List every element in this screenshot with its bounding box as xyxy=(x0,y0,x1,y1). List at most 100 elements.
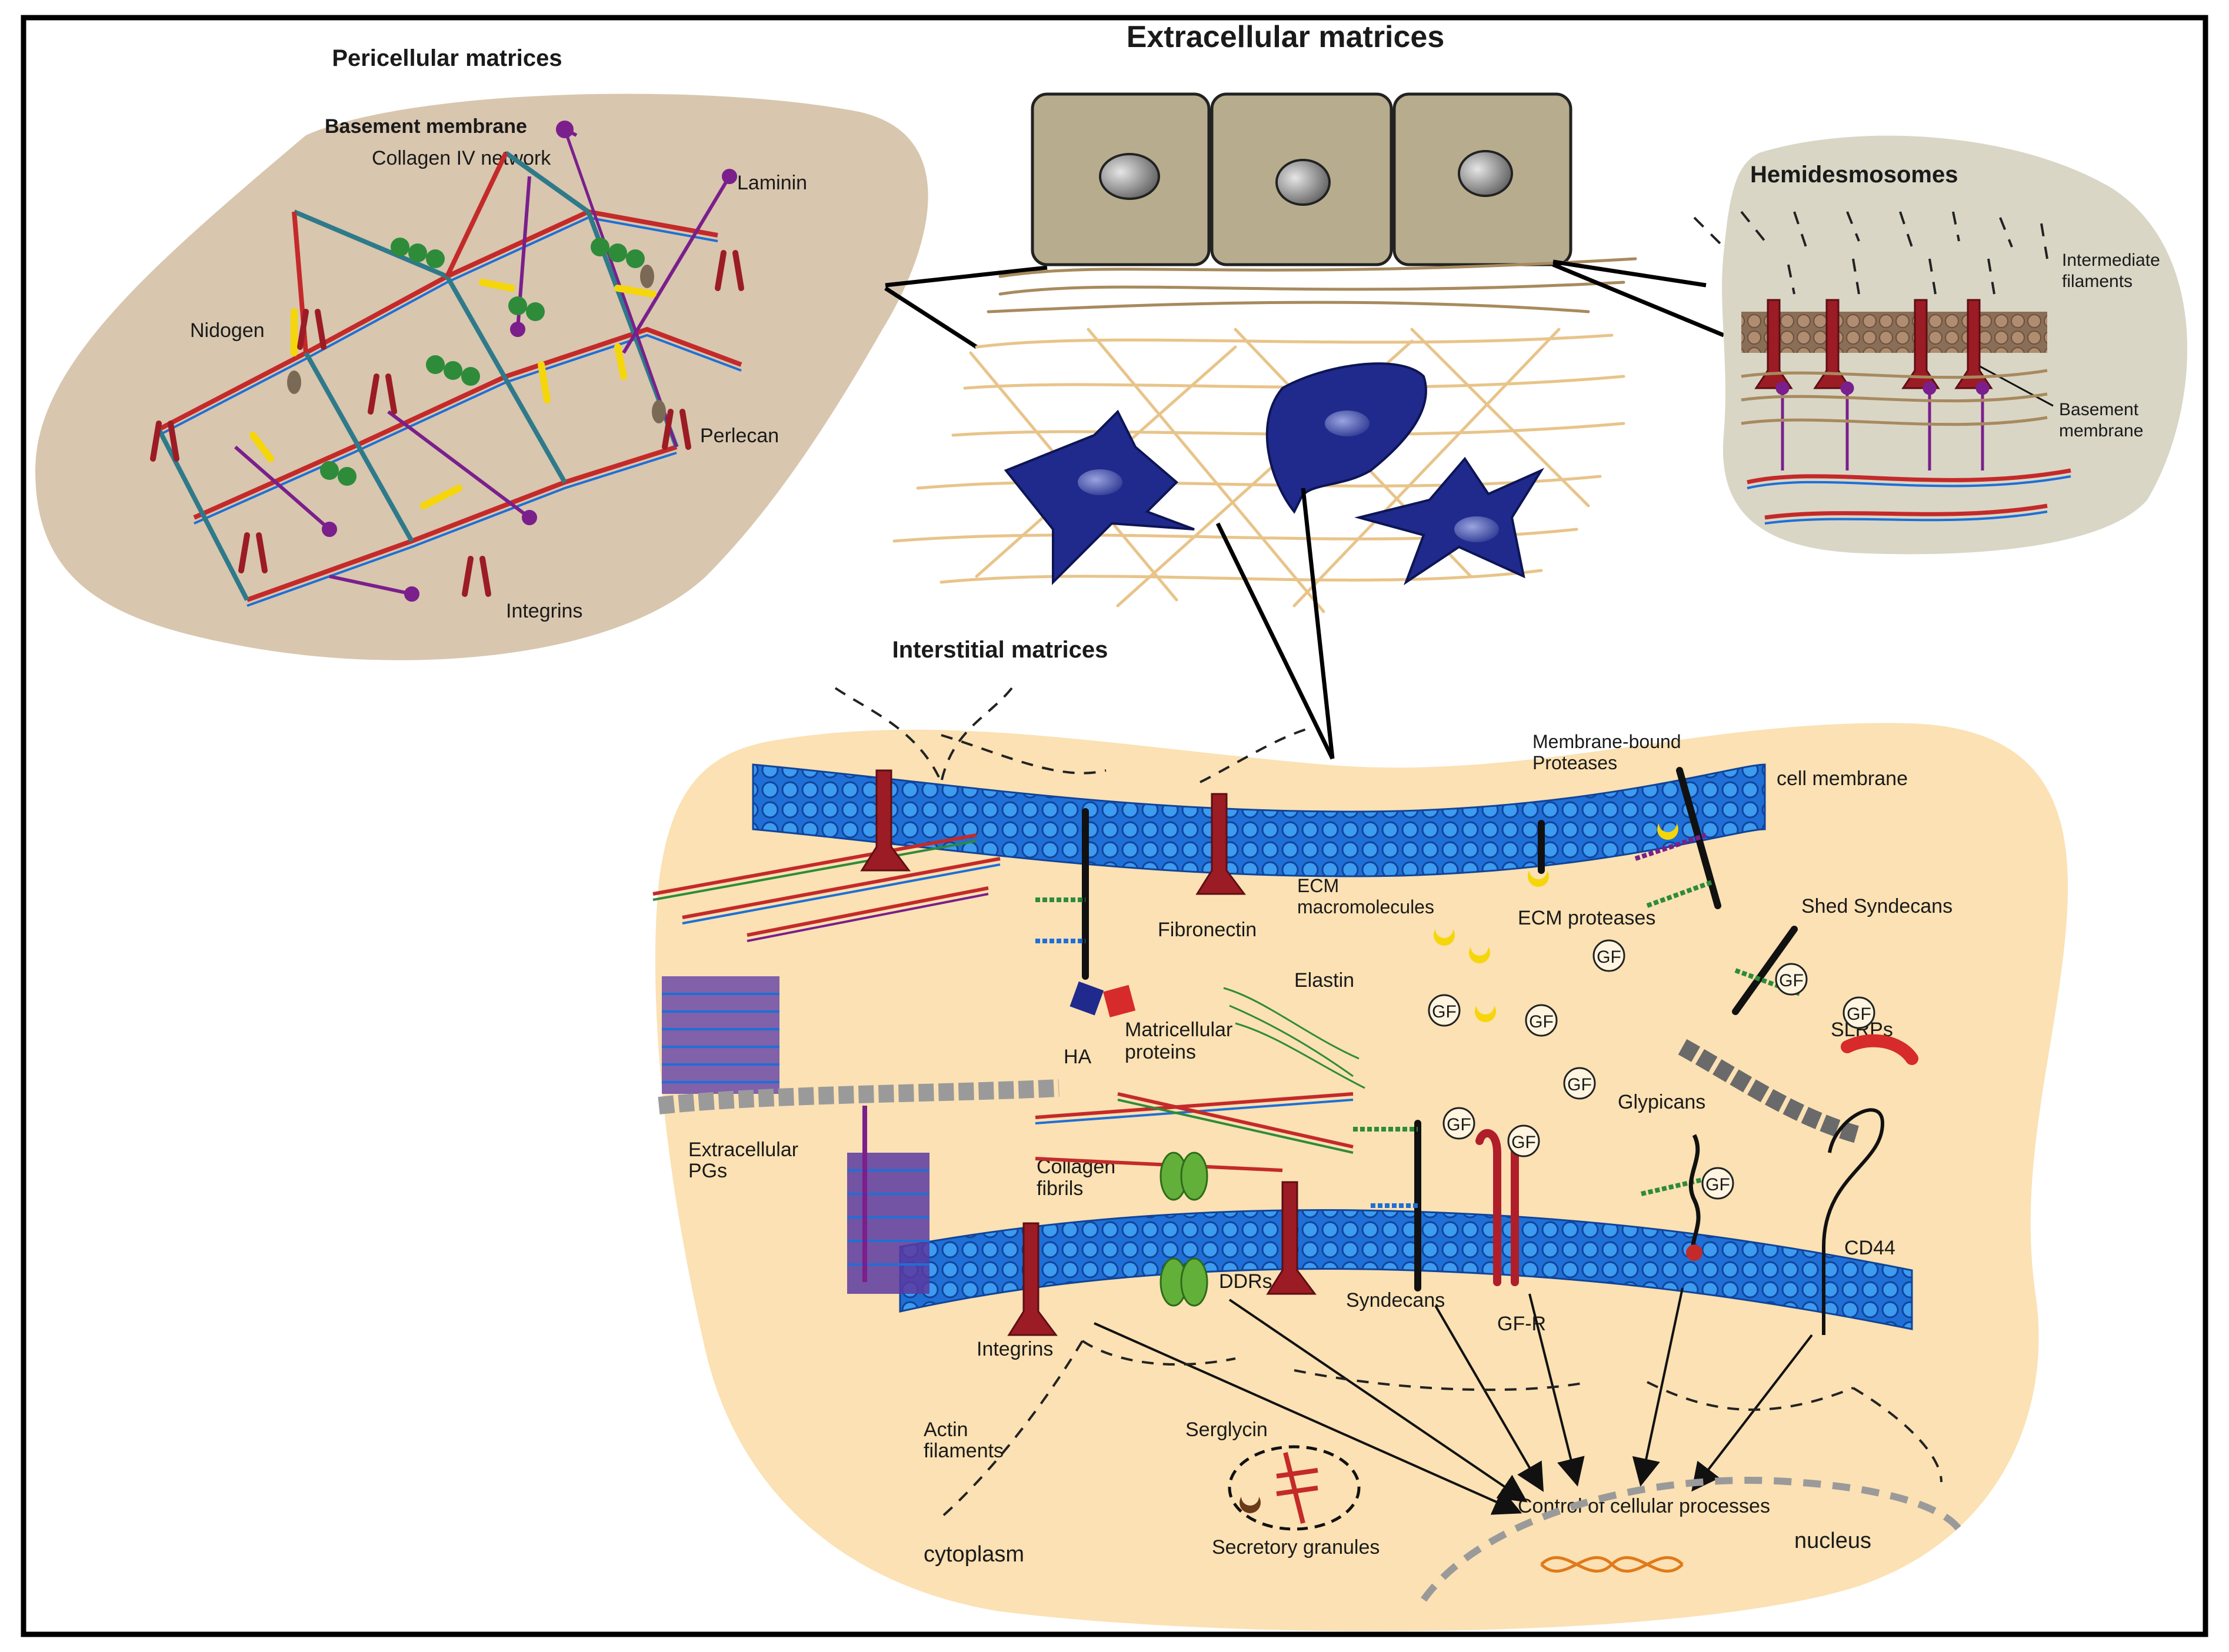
label-ecm-macro-2: macromolecules xyxy=(1297,896,1434,917)
label-integrins-interstitial: Integrins xyxy=(977,1338,1053,1360)
label-actin-1: Actin xyxy=(924,1419,968,1441)
label-nidogen: Nidogen xyxy=(190,319,265,342)
label-intermediate-2: filaments xyxy=(2062,272,2133,291)
glypican-anchor xyxy=(1686,1244,1702,1261)
connector-interstitial-2 xyxy=(1301,488,1335,759)
connector-pericellular-top xyxy=(885,265,1048,288)
label-elastin: Elastin xyxy=(1294,969,1354,992)
label-serglycin: Serglycin xyxy=(1185,1419,1268,1441)
label-basement-2: membrane xyxy=(2059,421,2143,440)
gf-circle-5: GF xyxy=(1775,963,1808,996)
label-secretory: Secretory granules xyxy=(1212,1536,1380,1558)
extracellular-title: Extracellular matrices xyxy=(1127,20,1445,54)
gf-circle-8: GF xyxy=(1507,1124,1540,1157)
label-matricellular-1: Matricellular xyxy=(1125,1019,1232,1041)
fibroblast-3 xyxy=(1354,456,1545,586)
pericellular-panel: Pericellular matrices Basement membrane … xyxy=(35,45,928,660)
label-ddrs: DDRs xyxy=(1219,1270,1272,1293)
label-ha: HA xyxy=(1064,1046,1092,1068)
label-collagen-fibrils-2: fibrils xyxy=(1037,1177,1083,1200)
serglycin-molecule xyxy=(1276,1452,1318,1524)
hyaluronan-chain xyxy=(658,1039,1861,1144)
label-cd44: CD44 xyxy=(1844,1237,1895,1259)
interstitial-title: Interstitial matrices xyxy=(892,637,1108,663)
label-syndecans: Syndecans xyxy=(1346,1289,1445,1311)
label-glypicans: Glypicans xyxy=(1618,1091,1705,1113)
label-basement-1: Basement xyxy=(2059,400,2139,419)
fibroblast-1-nucleus xyxy=(1078,469,1122,495)
dna-helix xyxy=(1540,1556,1684,1573)
label-matricellular-2: proteins xyxy=(1125,1041,1196,1063)
matricellular-square-blue xyxy=(1069,981,1104,1016)
upper-dashed-filaments xyxy=(834,687,1307,783)
actin-filaments xyxy=(940,1340,1943,1518)
gf-circle-9: GF xyxy=(1701,1167,1734,1200)
label-ecm-macro-1: ECM xyxy=(1297,875,1339,896)
gf-circle-3: GF xyxy=(1525,1004,1558,1037)
basement-leader xyxy=(1976,363,2054,407)
epithelial-nucleus-2 xyxy=(1275,159,1331,206)
nucleus-envelope xyxy=(1421,1476,1962,1602)
pericellular-title: Pericellular matrices xyxy=(332,45,562,71)
connector-hemi-bottom xyxy=(1552,262,1725,338)
svg-text:GF: GF xyxy=(1447,1115,1471,1134)
secretory-granule xyxy=(1228,1445,1361,1531)
ddr-receptors xyxy=(1160,1152,1208,1307)
top-cell-membrane xyxy=(752,763,1766,877)
label-intermediate-1: Intermediate xyxy=(2062,251,2160,270)
fibroblast-2-nucleus xyxy=(1325,411,1370,436)
svg-text:GF: GF xyxy=(1779,971,1804,990)
interstitial-integrins xyxy=(860,769,1317,1336)
fibroblasts xyxy=(1004,362,1545,586)
connector-hemi-top xyxy=(1552,259,1707,288)
intermediate-filaments xyxy=(1693,211,2048,295)
perlecan-ovals xyxy=(287,265,666,423)
svg-text:GF: GF xyxy=(1529,1012,1554,1032)
hemidesmosome-title: Hemidesmosomes xyxy=(1750,162,1958,188)
connector-interstitial-1 xyxy=(1215,522,1335,760)
label-perlecan: Perlecan xyxy=(700,425,779,447)
label-actin-2: filaments xyxy=(924,1440,1004,1462)
interstitial-panel: Interstitial matrices cell membrane Memb… xyxy=(652,637,2068,1631)
label-cell-membrane: cell membrane xyxy=(1777,767,1908,790)
perlecan-beads xyxy=(320,238,645,486)
matricellular-square-red xyxy=(1103,984,1136,1017)
pericellular-integrins xyxy=(150,250,744,597)
hemidesmosome-laminin xyxy=(1775,381,1990,470)
gf-circle-4: GF xyxy=(1563,1067,1596,1100)
label-nucleus: nucleus xyxy=(1794,1528,1871,1553)
collagen-fibrils-top xyxy=(652,833,1001,942)
bottom-cell-membrane xyxy=(899,1209,1913,1330)
label-cytoplasm: cytoplasm xyxy=(924,1542,1024,1567)
gf-circle-1: GF xyxy=(1592,939,1625,972)
epithelial-layer xyxy=(1031,92,1572,266)
pericellular-background xyxy=(35,94,928,660)
gf-circle-7: GF xyxy=(1442,1107,1475,1140)
svg-text:GF: GF xyxy=(1432,1002,1457,1022)
label-integrins-pericellular: Integrins xyxy=(506,600,582,622)
svg-text:GF: GF xyxy=(1597,947,1621,967)
hemidesmosome-fibers xyxy=(1741,369,2048,426)
epithelial-nucleus-1 xyxy=(1099,153,1160,200)
fibroblast-1 xyxy=(1004,409,1195,585)
connector-pericellular-bottom xyxy=(884,286,978,349)
label-extracellular-pgs-1: Extracellular xyxy=(688,1139,798,1161)
hemidesmosome-membrane xyxy=(1741,312,2047,353)
gf-circle-6: GF xyxy=(1842,996,1875,1029)
svg-text:GF: GF xyxy=(1847,1004,1871,1024)
label-membrane-bound-2: Proteases xyxy=(1532,752,1617,773)
interstitial-background xyxy=(655,723,2068,1631)
epithelial-nucleus-3 xyxy=(1458,150,1513,197)
hemidesmosome-panel: Hemidesmosomes Intermediate filaments Ba… xyxy=(1693,135,2188,555)
label-extracellular-pgs-2: PGs xyxy=(688,1160,727,1182)
svg-text:GF: GF xyxy=(1705,1175,1730,1194)
slrp xyxy=(1841,1034,1918,1065)
fibroblast-2 xyxy=(1265,362,1427,514)
label-membrane-bound-1: Membrane-bound xyxy=(1532,731,1681,752)
ecm-proteases xyxy=(1433,823,1678,1022)
label-shed-syndecans: Shed Syndecans xyxy=(1801,895,1953,917)
label-laminin: Laminin xyxy=(737,172,807,194)
secretory-crescent xyxy=(1240,1497,1261,1513)
collagen-fibrils-middle xyxy=(1035,1092,1354,1172)
